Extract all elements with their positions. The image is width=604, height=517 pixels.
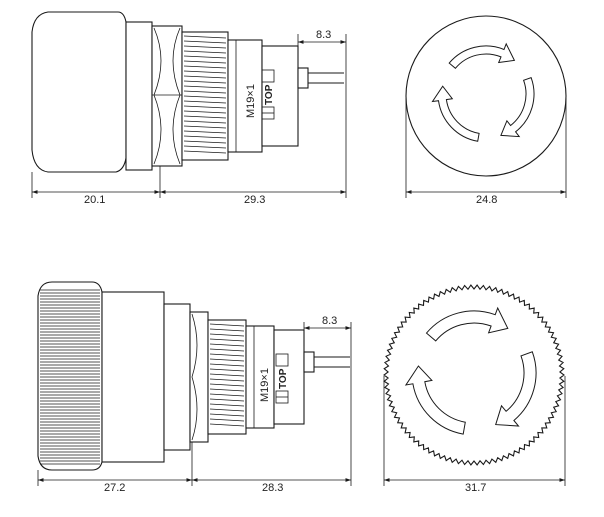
bottom-cap — [37, 281, 103, 471]
bottom-front-view: 31.7 — [383, 284, 566, 494]
bottom-flange — [163, 303, 191, 451]
rotation-arrow-icon — [448, 42, 516, 70]
top-top-marker: TOP — [261, 69, 275, 120]
bottom-dim-body: 28.3 — [262, 482, 283, 494]
rotation-arrow-icon — [495, 351, 537, 427]
bottom-rear-block — [273, 329, 305, 425]
top-cap — [31, 11, 127, 173]
bottom-thread-label: M19×1 — [259, 368, 271, 402]
top-dim-diameter: 24.8 — [476, 194, 497, 206]
rotation-arrow-icon — [500, 76, 535, 138]
top-side-view: M19×1 TOP 8.3 20.1 29.3 — [31, 11, 347, 206]
bottom-dim-diameter: 31.7 — [465, 482, 486, 494]
bottom-terminal-base — [303, 351, 315, 373]
top-dim-terminal: 8.3 — [316, 29, 331, 41]
bottom-nut — [189, 311, 209, 443]
bottom-dim-terminal: 8.3 — [322, 315, 337, 327]
bottom-top-text: TOP — [278, 368, 289, 389]
top-front-view: 24.8 — [405, 15, 567, 206]
bottom-thread — [207, 319, 247, 435]
bottom-collar — [101, 291, 165, 463]
top-face-circle — [405, 15, 567, 177]
top-top-text: TOP — [264, 84, 275, 105]
bottom-top-marker: TOP — [275, 353, 289, 404]
top-collar — [125, 21, 153, 171]
rotation-arrow-icon — [404, 365, 466, 435]
bottom-side-view: M19×1 TOP 8.3 27.2 28.3 — [37, 281, 352, 494]
top-dim-body: 29.3 — [244, 194, 265, 206]
top-thread-label: M19×1 — [245, 84, 257, 118]
top-terminal-base — [297, 67, 309, 89]
top-body — [227, 39, 263, 153]
bottom-dim-cap: 27.2 — [104, 482, 125, 494]
bottom-body — [245, 325, 275, 429]
top-rear-block — [261, 45, 299, 147]
top-nut — [151, 25, 183, 167]
top-dim-cap: 20.1 — [84, 194, 105, 206]
rotation-arrow-icon — [431, 85, 480, 142]
rotation-arrow-icon — [425, 306, 509, 342]
